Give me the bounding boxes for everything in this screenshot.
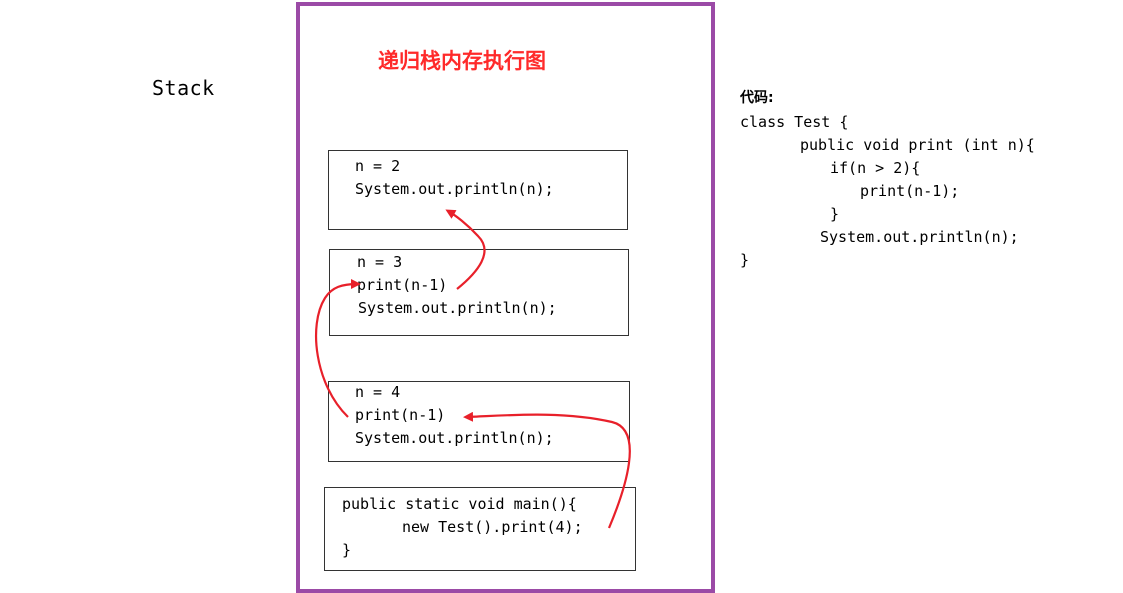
frame-n2-line-1: n = 2 xyxy=(355,157,401,175)
code-line-2: public void print (int n){ xyxy=(800,136,1035,154)
stack-label: Stack xyxy=(152,76,215,100)
code-line-7: } xyxy=(740,251,750,269)
frame-n4-line-2: print(n-1) xyxy=(355,406,446,424)
code-line-6: System.out.println(n); xyxy=(820,228,1019,246)
frame-n2-line-2: System.out.println(n); xyxy=(355,180,554,198)
frame-n3-line-2: print(n-1) xyxy=(357,276,448,294)
frame-n4-line-1: n = 4 xyxy=(355,383,401,401)
frame-n3-line-3: System.out.println(n); xyxy=(358,299,557,317)
code-line-4: print(n-1); xyxy=(860,182,960,200)
frame-n4-line-3: System.out.println(n); xyxy=(355,429,554,447)
code-line-5: } xyxy=(830,205,840,223)
code-header: 代码: xyxy=(740,90,774,106)
frame-n3-line-1: n = 3 xyxy=(357,253,403,271)
frame-main-line-1: public static void main(){ xyxy=(342,495,577,513)
stack-memory-frame xyxy=(296,2,715,593)
code-line-1: class Test { xyxy=(740,113,849,131)
diagram-title: 递归栈内存执行图 xyxy=(378,49,546,73)
code-line-3: if(n > 2){ xyxy=(830,159,921,177)
frame-main-line-2: new Test().print(4); xyxy=(402,518,583,536)
frame-main-line-3: } xyxy=(342,541,352,559)
